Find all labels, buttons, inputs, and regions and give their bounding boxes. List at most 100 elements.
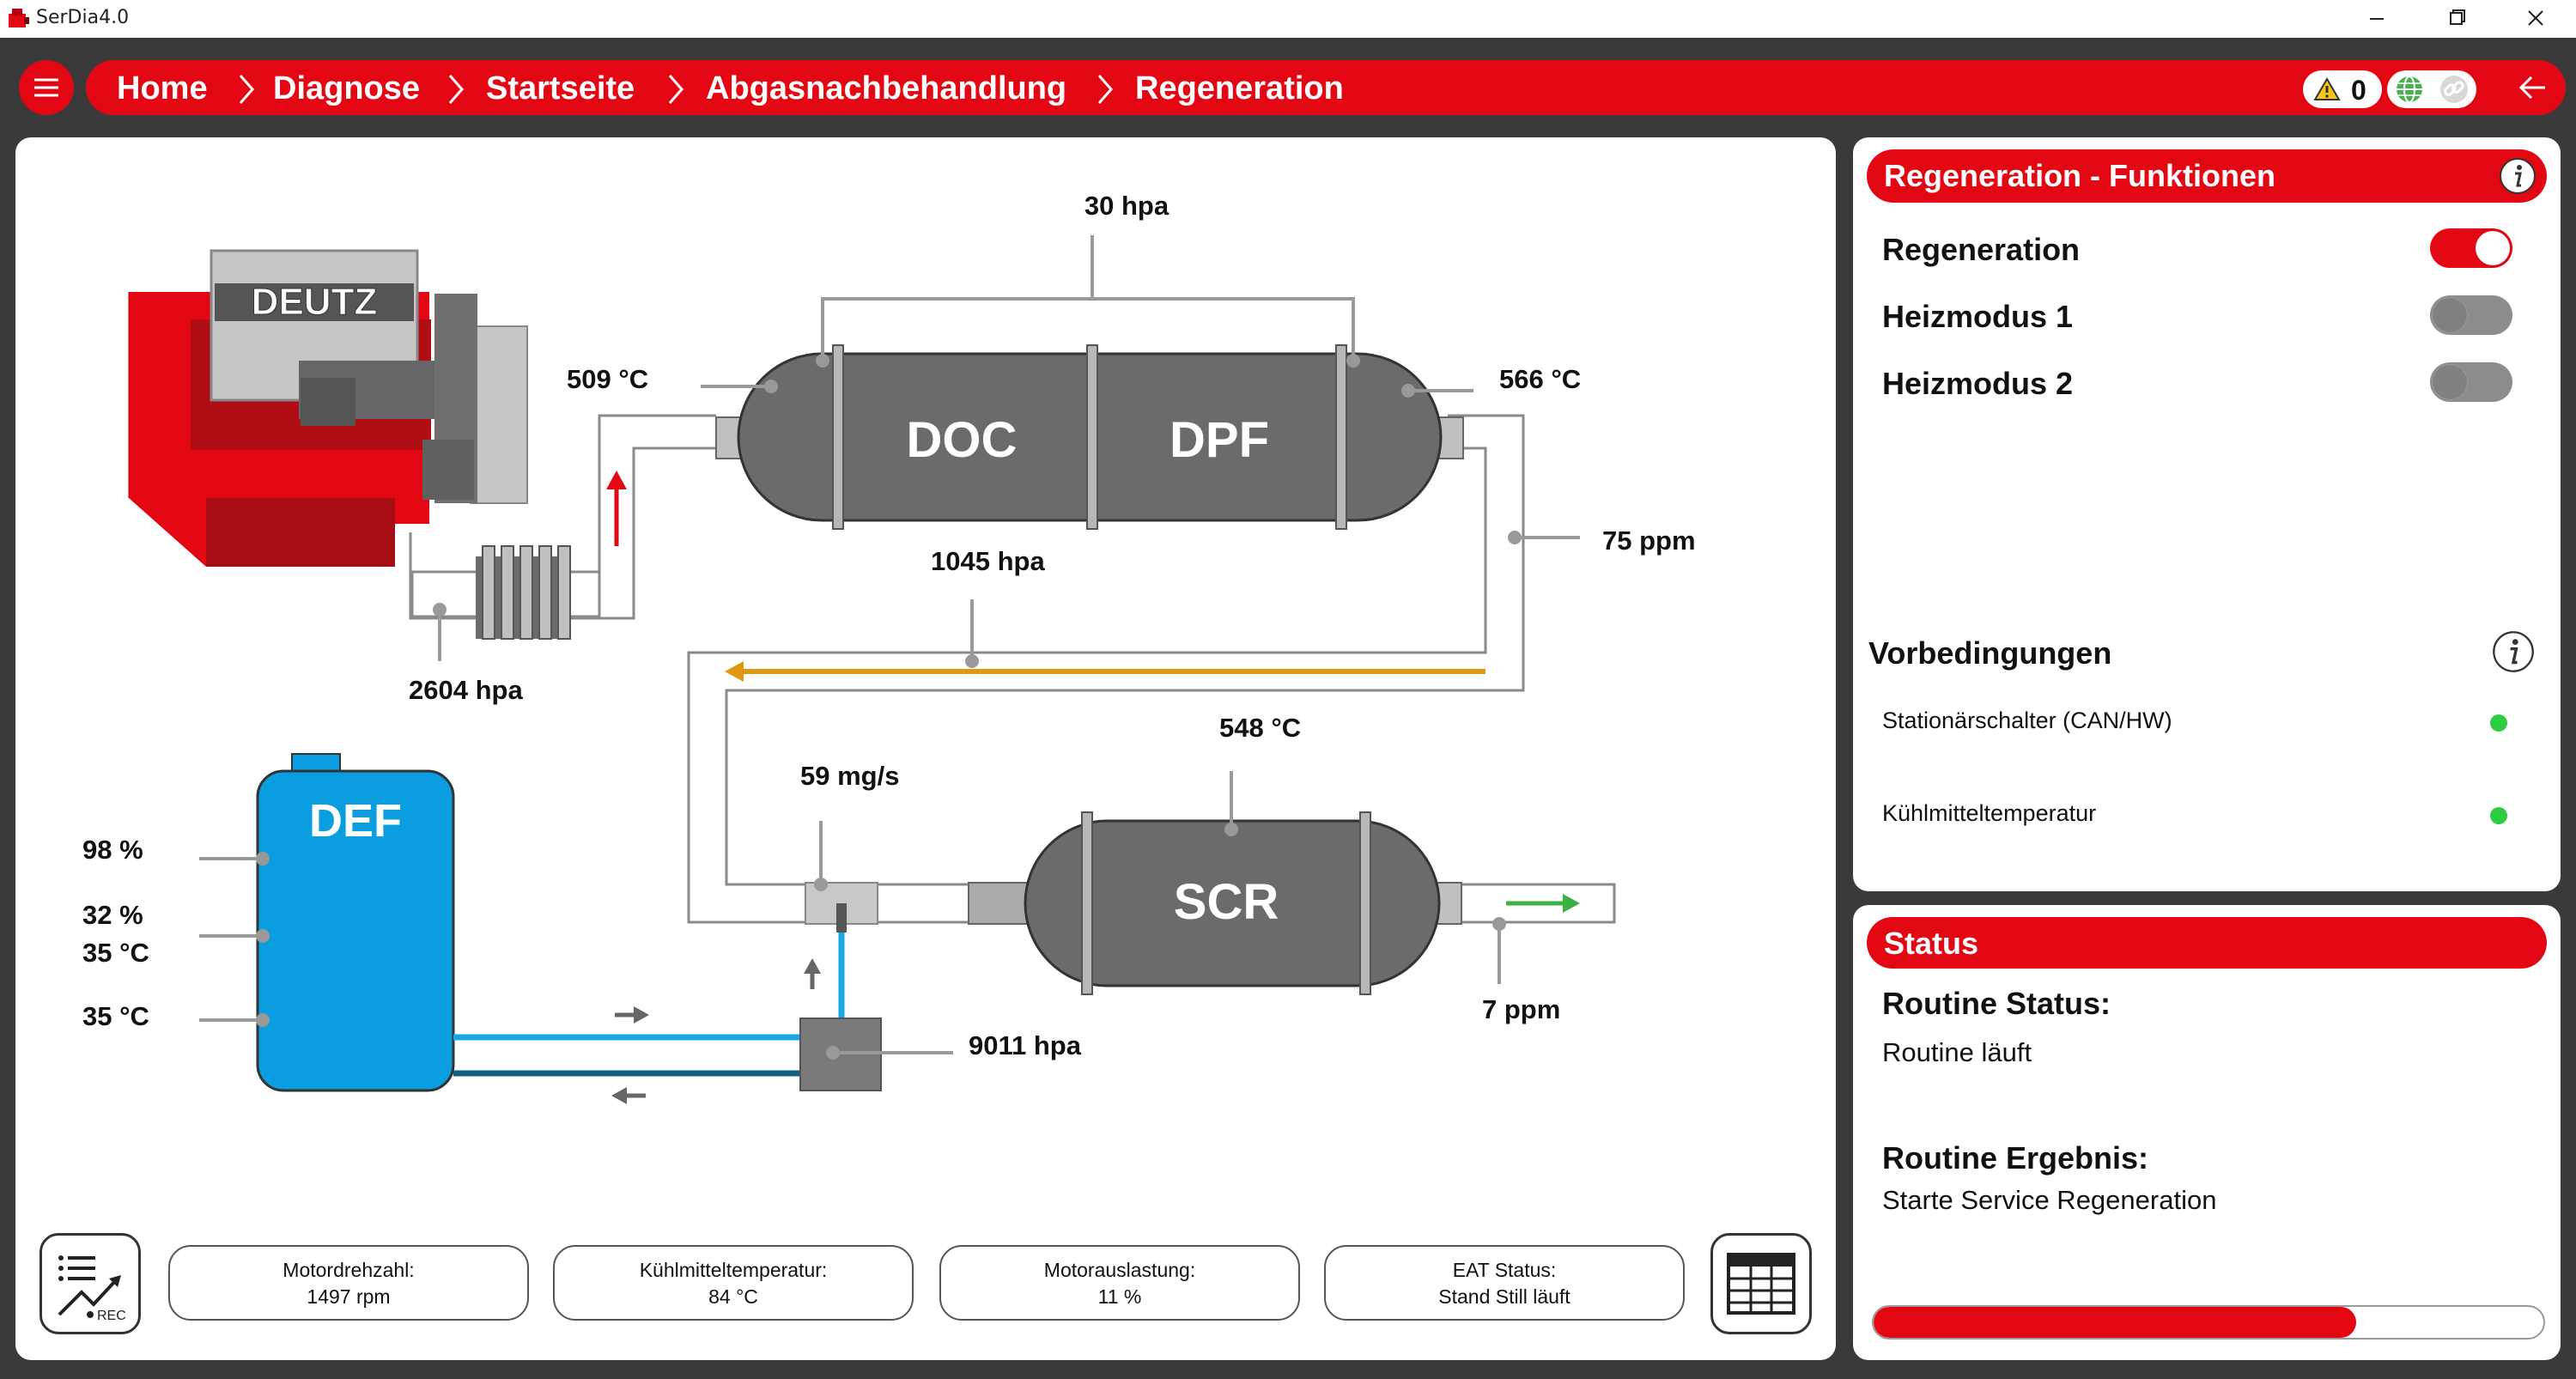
info-coolant-temp: Kühlmitteltemperatur: 84 °C — [553, 1245, 914, 1321]
sensor-leaders — [199, 235, 1580, 1060]
functions-panel: Regeneration - Funktionen Regeneration H… — [1853, 137, 2561, 891]
engine: DEUTZ — [128, 249, 528, 567]
dosing-rate-value: 59 mg/s — [800, 761, 899, 791]
window-titlebar: SerDia4.0 — [0, 0, 2576, 38]
routine-status-value: Routine läuft — [1882, 1037, 2032, 1067]
info-value: Stand Still läuft — [1438, 1285, 1571, 1308]
info-label: Kühlmitteltemperatur: — [639, 1259, 828, 1281]
aftertreatment-schematic: DEUTZ — [82, 191, 1696, 1104]
routine-progress-bar — [1872, 1305, 2545, 1340]
info-value: 1497 rpm — [307, 1285, 391, 1308]
dpf-outlet-temp-value: 566 °C — [1499, 364, 1581, 394]
def-flow-left-icon — [611, 1087, 646, 1104]
scr-canister: SCR — [968, 811, 1462, 995]
window-title: SerDia4.0 — [36, 7, 130, 28]
turbocharger — [476, 545, 571, 640]
toggle-knob — [2433, 365, 2467, 399]
exhaust-piping — [409, 414, 1616, 924]
scr-label: SCR — [1174, 874, 1279, 930]
restore-icon — [2450, 9, 2465, 25]
status-title: Status — [1884, 926, 1979, 961]
info-label: Motordrehzahl: — [283, 1259, 415, 1281]
dosing-injector — [805, 882, 878, 932]
back-button[interactable] — [2506, 60, 2561, 115]
info-engine-speed: Motordrehzahl: 1497 rpm — [168, 1245, 529, 1321]
function-heizmodus1-label: Heizmodus 1 — [1882, 299, 2074, 334]
routine-result-label: Routine Ergebnis: — [1882, 1140, 2149, 1175]
outlet-flow-arrow-icon — [1506, 894, 1580, 913]
def-temp1-value: 35 °C — [82, 938, 149, 968]
restore-button[interactable] — [2416, 0, 2495, 38]
def-concentration-value: 32 % — [82, 900, 143, 930]
status-ok-icon — [2490, 714, 2507, 732]
chevron-right-icon — [239, 75, 254, 104]
info-engine-load: Motorauslastung: 11 % — [939, 1245, 1300, 1321]
preconditions-title: Vorbedingungen — [1868, 635, 2112, 671]
doc-dpf-pressure-value: 30 hpa — [1084, 191, 1170, 221]
exhaust-pressure-value: 1045 hpa — [931, 546, 1045, 576]
breadcrumb-home[interactable]: Home — [117, 70, 208, 106]
info-label: Motorauslastung: — [1043, 1259, 1196, 1281]
precondition-kuehlmitteltemperatur: Kühlmitteltemperatur — [1882, 800, 2097, 826]
link-icon — [2440, 76, 2468, 103]
breadcrumb-abgasnachbehandlung[interactable]: Abgasnachbehandlung — [706, 70, 1067, 106]
precondition-stationaerschalter: Stationärschalter (CAN/HW) — [1882, 708, 2172, 733]
nox-downstream-value: 7 ppm — [1482, 994, 1560, 1024]
hamburger-icon — [34, 78, 58, 97]
arrow-left-icon — [2518, 76, 2545, 100]
info-eat-status: EAT Status: Stand Still läuft — [1324, 1245, 1685, 1321]
info-value: 84 °C — [708, 1285, 758, 1308]
turbo-pressure-value: 2604 hpa — [409, 675, 523, 705]
record-button[interactable]: REC — [39, 1233, 141, 1334]
routine-result-value: Starte Service Regeneration — [1882, 1185, 2217, 1215]
def-level-value: 98 % — [82, 835, 143, 865]
warning-badge[interactable]: 0 — [2303, 70, 2382, 108]
toggle-knob — [2433, 298, 2467, 332]
heizmodus1-toggle[interactable] — [2430, 295, 2512, 335]
def-label: DEF — [309, 795, 402, 847]
doc-label: DOC — [907, 412, 1018, 468]
toggle-knob — [2476, 231, 2510, 265]
navigation-bar: Home Diagnose Startseite Abgasnachbehand… — [0, 38, 2576, 137]
flow-arrow-up-icon — [606, 471, 627, 546]
info-icon[interactable] — [2499, 157, 2537, 195]
minimize-icon — [2370, 18, 2384, 20]
routine-status-label: Routine Status: — [1882, 986, 2111, 1021]
close-button[interactable] — [2495, 0, 2574, 38]
breadcrumb: Home Diagnose Startseite Abgasnachbehand… — [86, 60, 2566, 115]
def-flow-up-icon — [804, 958, 821, 989]
heizmodus2-toggle[interactable] — [2430, 362, 2512, 402]
close-icon — [2528, 10, 2543, 26]
breadcrumb-regeneration: Regeneration — [1135, 70, 1344, 106]
minimize-button[interactable] — [2337, 0, 2416, 38]
chevron-right-icon — [668, 75, 683, 104]
record-label: REC — [97, 1309, 126, 1323]
functions-header: Regeneration - Funktionen — [1867, 149, 2547, 203]
function-heizmodus2-label: Heizmodus 2 — [1882, 366, 2074, 401]
status-ok-icon — [2490, 807, 2507, 824]
def-temp2-value: 35 °C — [82, 1001, 149, 1031]
info-label: EAT Status: — [1452, 1259, 1557, 1281]
nox-upstream-value: 75 ppm — [1602, 525, 1696, 556]
aftertreatment-diagram-panel: DEUTZ — [15, 137, 1836, 1360]
table-icon — [1727, 1253, 1795, 1315]
connection-status[interactable] — [2387, 70, 2476, 108]
breadcrumb-startseite[interactable]: Startseite — [486, 70, 635, 106]
engine-brand-label: DEUTZ — [252, 281, 378, 323]
info-value: 11 % — [1097, 1285, 1142, 1308]
doc-inlet-temp-value: 509 °C — [567, 364, 648, 394]
progress-fill — [1874, 1307, 2356, 1338]
dpf-label: DPF — [1170, 412, 1269, 468]
breadcrumb-diagnose[interactable]: Diagnose — [273, 70, 421, 106]
hamburger-menu-button[interactable] — [19, 60, 74, 115]
globe-icon — [2397, 76, 2422, 103]
data-table-button[interactable] — [1710, 1233, 1812, 1334]
info-icon[interactable] — [2492, 630, 2535, 673]
warning-icon — [2313, 77, 2341, 100]
functions-title: Regeneration - Funktionen — [1884, 158, 2276, 193]
def-flow-right-icon — [615, 1006, 649, 1024]
chevron-right-icon — [448, 75, 464, 104]
warning-count: 0 — [2351, 75, 2366, 106]
regeneration-toggle[interactable] — [2430, 228, 2512, 268]
doc-dpf-canister: DOC DPF — [715, 344, 1464, 530]
